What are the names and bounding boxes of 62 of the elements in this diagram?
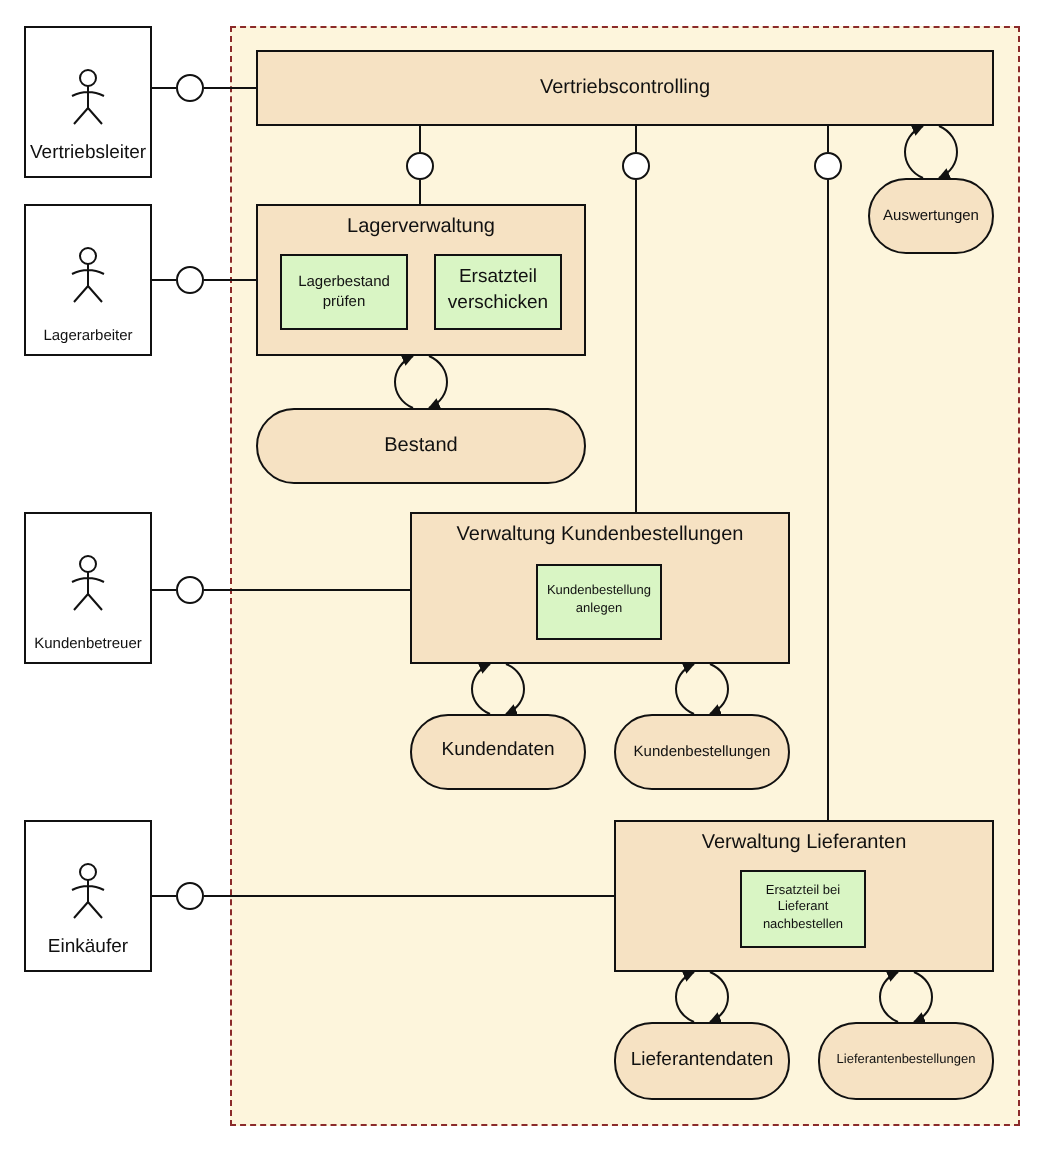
connector-line [151,589,177,591]
connector-line [203,895,615,897]
data-store [614,1022,790,1100]
process-box [614,820,994,972]
system-boundary [230,26,1020,1126]
data-store [868,178,994,254]
process-box [256,204,586,356]
box-label: Ersatzteil verschicken [445,266,551,318]
actor-box [24,26,152,178]
process-title: Lagerverwaltung [345,214,497,241]
interface-circle [176,74,204,102]
data-store [614,714,790,790]
process-box [410,512,790,664]
access-arrow [675,663,696,715]
connector-line [419,179,421,205]
connector-line [635,125,637,153]
actor-label: Vertriebsleiter [30,142,146,168]
box-label: Kundendaten [439,739,557,765]
connector-line [151,87,177,89]
function-box [434,254,562,330]
access-arrow [904,125,925,179]
box-label: Bestand [382,432,460,460]
access-arrow [471,663,492,715]
access-arrow [394,355,415,409]
function-box [536,564,662,640]
interface-circle [406,152,434,180]
interface-circle [176,576,204,604]
access-arrow [879,971,900,1023]
connector-line [151,279,177,281]
connector-line [827,179,829,821]
connector-line [635,179,637,513]
access-arrow [504,663,525,715]
connector-line [419,125,421,153]
process-title: Verwaltung Lieferanten [699,830,909,857]
connector-line [203,589,411,591]
actor-box [24,512,152,664]
access-arrow [912,971,933,1023]
access-arrow [708,663,729,715]
actor-label: Einkäufer [45,936,131,962]
function-box [740,870,866,948]
process-box [256,50,994,126]
connector-line [827,125,829,153]
function-box [280,254,408,330]
box-label: Lieferantendaten [628,1048,776,1074]
interface-circle [622,152,650,180]
access-arrow [937,125,958,179]
access-arrow [675,971,696,1023]
access-arrow [427,355,448,409]
actor-box [24,204,152,356]
interface-circle [176,266,204,294]
connector-line [203,87,257,89]
process-title: Verwaltung Kundenbestellungen [454,522,746,549]
interface-circle [814,152,842,180]
connector-line [151,895,177,897]
access-arrow [708,971,729,1023]
connector-line [203,279,257,281]
box-label: Vertriebscontrolling [537,74,713,102]
actor-box [24,820,152,972]
interface-circle [176,882,204,910]
data-store [818,1022,994,1100]
data-store [410,714,586,790]
data-store [256,408,586,484]
